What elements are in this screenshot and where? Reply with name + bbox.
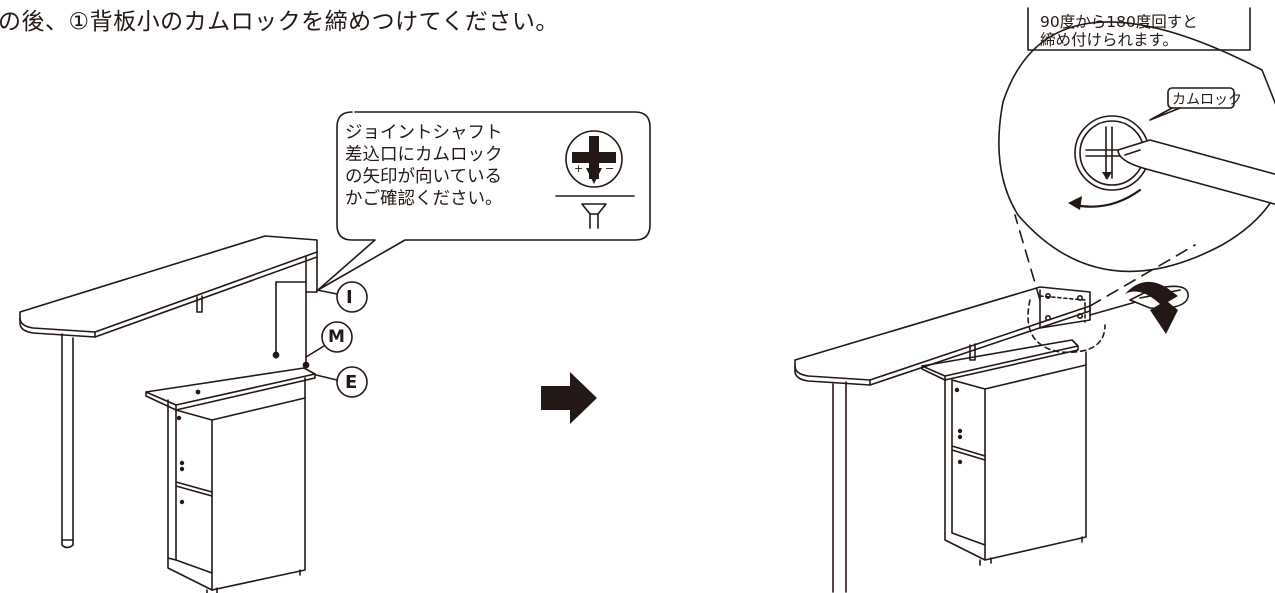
symbol-minus: − xyxy=(605,162,615,175)
right-desk-assembly xyxy=(794,214,1196,593)
camlock-label: カムロック xyxy=(1172,92,1242,108)
right-tabletop xyxy=(794,286,1091,381)
left-tabletop xyxy=(19,235,318,333)
arrow-right-icon xyxy=(541,372,597,424)
right-shelf-top xyxy=(921,339,1079,377)
marker-i-label: I xyxy=(346,287,353,308)
marker-e-circle xyxy=(336,366,368,398)
left-leg xyxy=(61,333,74,549)
right-leg xyxy=(832,381,847,593)
marker-e-label: E xyxy=(345,372,358,393)
marker-m-label: M xyxy=(328,327,345,347)
left-cabinet xyxy=(167,377,306,591)
marker-m-circle xyxy=(321,321,353,353)
marker-i-circle xyxy=(336,281,368,313)
rotate-arrow-icon xyxy=(1125,281,1178,334)
instruction-text: の後、①背板小のカムロックを締めつけてください。 xyxy=(0,9,559,35)
left-desk-assembly xyxy=(19,235,318,593)
symbol-plus: + xyxy=(574,162,584,175)
marker-circles xyxy=(305,281,368,398)
callout-balloon xyxy=(317,111,651,291)
zoom-circle xyxy=(998,7,1275,273)
camlock-symbol xyxy=(565,130,623,188)
rotation-note: 90度から180度回すと 締め付けられます。 xyxy=(1040,13,1198,49)
callout-note-text: ジョイントシャフト 差込口にカムロック の矢印が向いている かご確認ください。 xyxy=(345,123,503,209)
left-shelf-top xyxy=(145,367,316,406)
